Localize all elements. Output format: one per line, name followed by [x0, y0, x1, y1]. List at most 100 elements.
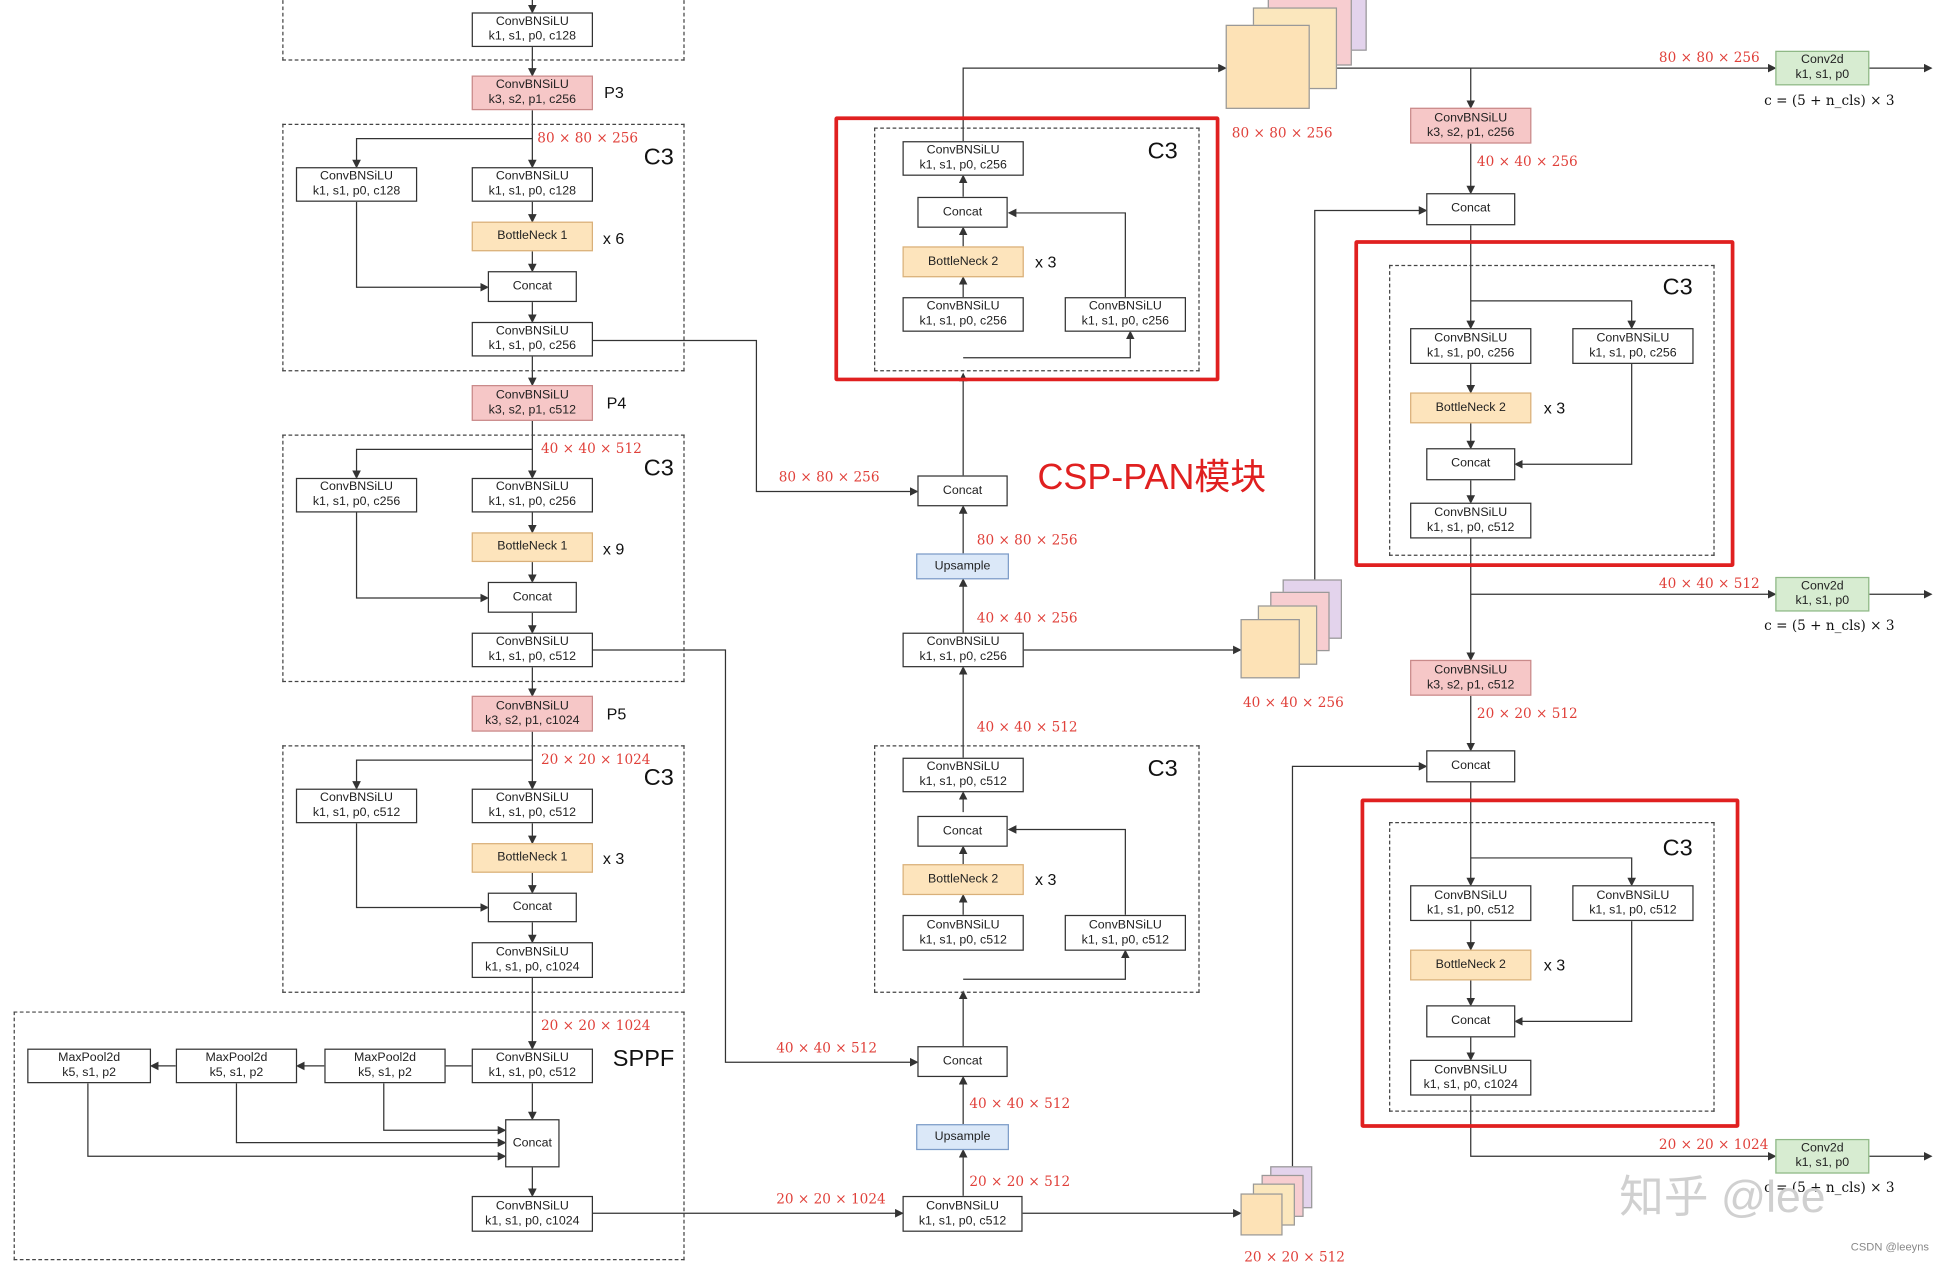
- t-csdn-text: CSDN @leeyns: [1850, 1240, 1929, 1253]
- block-params-label: k3, s2, p1, c1024: [485, 713, 580, 728]
- block-params-label: k1, s1, p0: [1795, 1156, 1850, 1170]
- block-type-label: ConvBNSiLU: [495, 635, 569, 649]
- block-params-label: k1, s1, p0, c512: [1589, 903, 1677, 917]
- t-wm-text: 知乎 @lee: [1619, 1171, 1826, 1222]
- t-c3-rc1-text: C3: [1662, 274, 1693, 301]
- t-x3a-text: x 3: [602, 849, 625, 868]
- t-d40g-text: 40 × 40 × 512: [1658, 575, 1760, 592]
- block-type-label: Concat: [512, 900, 552, 914]
- block-params-label: k1, s1, p0, c256: [1081, 314, 1170, 329]
- b-rc1bn-block: BottleNeck 2: [1410, 392, 1532, 424]
- block-type-label: BottleNeck 1: [497, 850, 568, 865]
- c3-neck-top-region: [874, 127, 1200, 372]
- block-params-label: k1, s1, p0, c256: [919, 314, 1007, 329]
- b-up1-block: Upsample: [916, 1124, 1009, 1151]
- block-type-label: BottleNeck 2: [1435, 957, 1506, 972]
- t-d20a-text: 20 × 20 × 1024: [541, 751, 651, 768]
- block-params-label: k1, s1, p0: [1795, 594, 1850, 608]
- t-big-text: CSP-PAN模块: [1037, 458, 1267, 498]
- block-params-label: k1, s1, p0, c256: [919, 158, 1007, 173]
- b-mc1cat-block: Concat: [917, 815, 1008, 847]
- block-type-label: ConvBNSiLU: [495, 480, 569, 494]
- b-rcat2-block: Concat: [1426, 750, 1516, 783]
- t-d40e-text: 40 × 40 × 256: [976, 610, 1078, 627]
- t-c3-s1-text: C3: [643, 144, 674, 171]
- block-params-label: k1, s1, p0, c1024: [485, 1213, 580, 1228]
- block-type-label: ConvBNSiLU: [926, 299, 1000, 314]
- b-rc2bn-block: BottleNeck 2: [1410, 949, 1532, 981]
- block-params-label: k1, s1, p0, c512: [488, 649, 577, 664]
- t-x3b-text: x 3: [1034, 870, 1057, 889]
- c3-right-bottom-region: [1389, 822, 1715, 1112]
- block-params-label: k1, s1, p0, c128: [488, 29, 577, 44]
- block-type-label: Upsample: [934, 558, 991, 573]
- block-type-label: Concat: [942, 1054, 983, 1068]
- block-type-label: ConvBNSiLU: [1434, 110, 1508, 125]
- block-params-label: k1, s1, p0, c256: [488, 495, 577, 509]
- block-type-label: ConvBNSiLU: [495, 1051, 569, 1065]
- block-type-label: MaxPool2d: [58, 1051, 121, 1065]
- block-type-label: ConvBNSiLU: [320, 169, 394, 184]
- block-type-label: ConvBNSiLU: [495, 388, 569, 402]
- block-type-label: Concat: [942, 483, 983, 498]
- block-type-label: ConvBNSiLU: [1596, 331, 1670, 345]
- block-type-label: ConvBNSiLU: [1434, 505, 1508, 520]
- block-params-label: k1, s1, p0, c256: [488, 339, 577, 353]
- block-type-label: Concat: [942, 204, 983, 219]
- block-type-label: Conv2d: [1800, 53, 1844, 67]
- block-type-label: ConvBNSiLU: [926, 635, 1000, 649]
- block-type-label: ConvBNSiLU: [926, 143, 1000, 158]
- stage-0-region: [282, 0, 685, 61]
- block-type-label: ConvBNSiLU: [495, 77, 569, 92]
- t-d20c-text: 20 × 20 × 1024: [776, 1190, 886, 1208]
- block-type-label: Concat: [942, 823, 983, 838]
- t-x9-text: x 9: [602, 539, 625, 559]
- t-x6-text: x 6: [602, 229, 625, 248]
- t-d80b-text: 80 × 80 × 256: [778, 469, 880, 486]
- block-type-label: ConvBNSiLU: [495, 945, 569, 959]
- highlight-frame-neck-c3: [834, 116, 1220, 382]
- t-d40a-text: 40 × 40 × 512: [541, 440, 642, 457]
- t-d20f-text: 20 × 20 × 1024: [1658, 1136, 1769, 1153]
- block-type-label: ConvBNSiLU: [320, 480, 394, 494]
- block-params-label: k1, s1, p0, c512: [1427, 520, 1515, 535]
- block-params-label: k1, s1, p0, c1024: [485, 960, 580, 974]
- block-params-label: k3, s2, p1, c512: [488, 402, 577, 417]
- block-params-label: k1, s1, p0, c512: [918, 1213, 1007, 1228]
- block-type-label: BottleNeck 1: [497, 539, 568, 554]
- block-type-label: Concat: [512, 589, 552, 604]
- block-params-label: k1, s1, p0, c128: [488, 184, 577, 199]
- t-c3-s3-text: C3: [643, 765, 674, 792]
- block-params-label: k3, s2, p1, c256: [488, 92, 577, 107]
- t-d40d-text: 40 × 40 × 512: [976, 719, 1078, 736]
- block-params-label: k1, s1, p0: [1795, 68, 1850, 82]
- t-P3-text: P3: [604, 82, 624, 102]
- block-type-label: MaxPool2d: [205, 1051, 268, 1065]
- block-type-label: ConvBNSiLU: [926, 917, 1000, 932]
- t-d80c-text: 80 × 80 × 256: [976, 532, 1078, 549]
- b-mc1bn-block: BottleNeck 2: [902, 864, 1024, 896]
- block-type-label: BottleNeck 1: [497, 229, 568, 243]
- t-d20d-text: 20 × 20 × 512: [969, 1173, 1071, 1190]
- block-params-label: k3, s2, p1, c256: [1427, 125, 1515, 140]
- block-type-label: BottleNeck 2: [928, 872, 999, 886]
- t-c3-s2-text: C3: [643, 455, 674, 482]
- block-type-label: Conv2d: [1800, 579, 1844, 594]
